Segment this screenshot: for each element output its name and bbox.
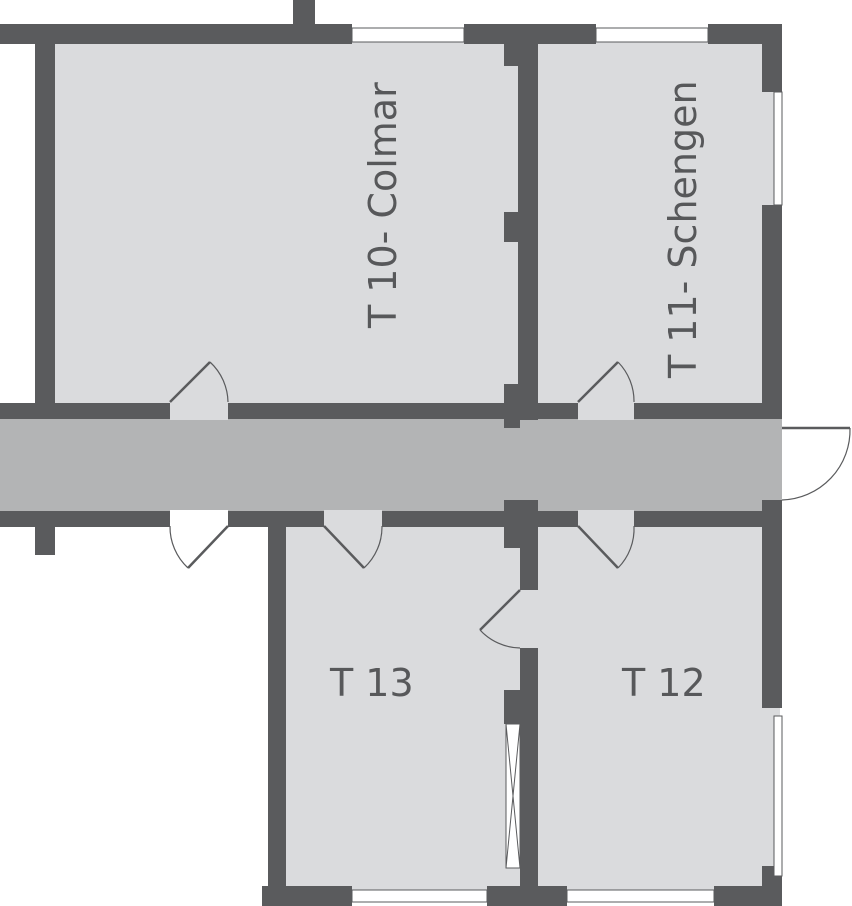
wall-corridor-top — [0, 403, 782, 419]
wall-divider-lower-d — [504, 690, 522, 724]
wall-divider-lower-b — [520, 500, 538, 590]
room-t13-area — [282, 526, 522, 890]
wall-pilaster-b — [504, 212, 520, 242]
wall-right-lower-a — [762, 500, 782, 708]
wall-right-upper-b — [762, 205, 782, 419]
wall-left-t10 — [35, 24, 55, 410]
room-label-t10: T 10- Colmar — [361, 82, 405, 329]
room-t12-area — [534, 526, 780, 890]
room-t10-area — [53, 41, 519, 407]
window-top-t10 — [351, 27, 465, 43]
wall-bottom-mid — [487, 886, 567, 906]
wall-bottom-left — [262, 886, 352, 906]
window-right-t12 — [773, 715, 783, 877]
room-t11-area — [534, 41, 780, 407]
wall-left-t13 — [268, 511, 286, 897]
wall-divider-lower-c — [520, 648, 538, 898]
wall-top-left — [0, 24, 352, 44]
wall-bottom-right — [714, 886, 782, 906]
wall-divider-upper — [518, 24, 538, 420]
wall-corridor-bottom — [0, 511, 782, 527]
window-top-t11 — [595, 27, 709, 43]
window-right-t11 — [773, 91, 783, 206]
door-t13 — [323, 510, 383, 569]
wall-right-upper-a — [762, 24, 782, 92]
room-label-t12: T 12 — [621, 661, 706, 705]
room-label-t13: T 13 — [329, 661, 414, 705]
door-t11 — [577, 361, 635, 420]
room-fills — [53, 41, 780, 890]
door-corridor-exit — [781, 426, 851, 501]
door-t13-t12 — [479, 589, 540, 649]
wall-stub-lower-left — [35, 511, 55, 555]
wall-stub-top — [293, 0, 315, 28]
doors — [169, 361, 851, 649]
corridor — [0, 417, 782, 513]
room-labels: T 10- Colmar T 11- Schengen T 12 T 13 — [329, 80, 706, 705]
windows — [351, 27, 783, 903]
window-bottom-t13 — [351, 889, 488, 903]
door-lower-left — [169, 510, 229, 569]
wall-pilaster-a — [504, 44, 520, 66]
room-label-t11: T 11- Schengen — [661, 80, 705, 379]
window-divider-glazing — [505, 723, 521, 869]
window-bottom-t12 — [566, 889, 715, 903]
door-t12 — [577, 510, 635, 569]
door-t10 — [169, 361, 229, 420]
